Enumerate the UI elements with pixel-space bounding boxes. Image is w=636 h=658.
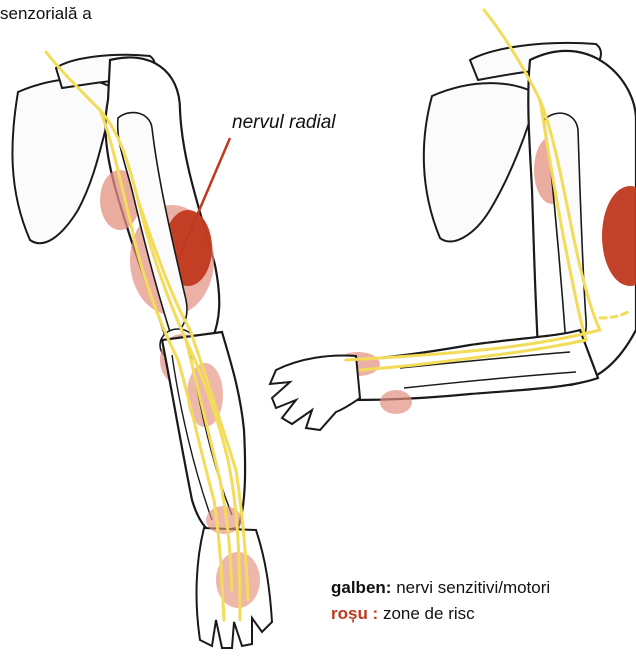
right-hand-outline [270,356,360,430]
legend-red-text: zone de risc [383,604,475,623]
right-risk-wrist [380,390,412,414]
top-caption-fragment: senzorială a [0,4,92,24]
legend-row-red: roșu : zone de risc [331,601,550,627]
legend-row-yellow: galben: nervi senzitivi/motori [331,575,550,601]
legend-yellow-key: galben: [331,578,391,597]
left-arm-illustration [12,52,272,648]
right-arm-illustration [270,10,636,430]
legend-red-key: roșu : [331,604,378,623]
right-scapula [424,83,540,241]
left-forearm-outline [162,332,245,532]
left-scapula [12,79,120,243]
legend: galben: nervi senzitivi/motori roșu : zo… [331,575,550,627]
legend-yellow-text: nervi senzitivi/motori [396,578,550,597]
nerve-radial-label: nervul radial [232,112,336,134]
right-forearm-outline [352,330,598,400]
